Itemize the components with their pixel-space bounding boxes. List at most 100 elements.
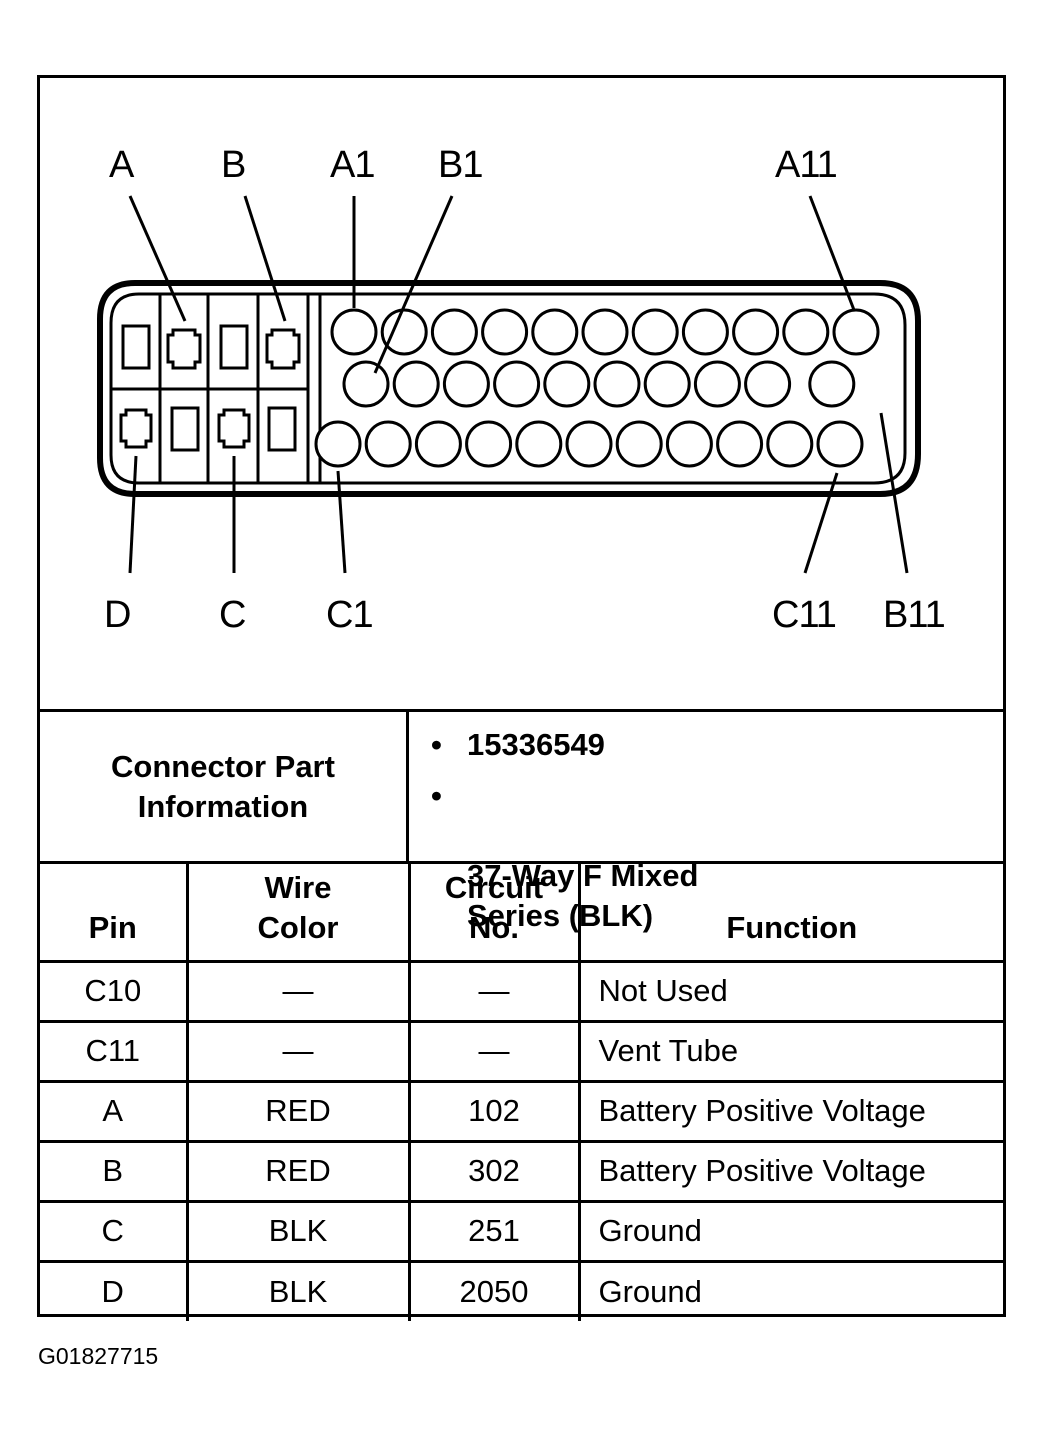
part-number-text: 15336549 xyxy=(467,727,605,762)
label-pin-b1: B1 xyxy=(438,144,483,186)
header-function: Function xyxy=(577,864,1003,963)
cavity-row-c-cavity xyxy=(314,420,362,468)
cell-function: Not Used xyxy=(577,961,1003,1023)
cavity-row-c-cavity xyxy=(716,420,764,468)
cavity-large xyxy=(267,406,297,452)
table-row: C BLK 251 Ground xyxy=(40,1201,1003,1263)
header-wire-color: Wire Color xyxy=(185,864,409,963)
cavity-row-b-cavity xyxy=(392,360,440,408)
leader-c11 xyxy=(803,472,839,574)
bullet-icon: • xyxy=(431,778,442,813)
cell-function: Ground xyxy=(577,1201,1003,1263)
cavity-b xyxy=(265,328,301,370)
label-pin-a11: A11 xyxy=(775,144,838,186)
cavity-row-c-cavity xyxy=(364,420,412,468)
cavity-row-b-cavity xyxy=(643,360,691,408)
cavity-row-a-cavity xyxy=(732,308,780,356)
cavity-row-a-cavity xyxy=(430,308,478,356)
label-pin-b: B xyxy=(221,144,246,186)
cavity-row-a-cavity xyxy=(681,308,729,356)
cavity-row-c-cavity xyxy=(615,420,663,468)
cell-function: Battery Positive Voltage xyxy=(577,1081,1003,1143)
cell-wire-color: — xyxy=(185,1021,409,1083)
connector-part-number: • 15336549 xyxy=(431,725,605,765)
cavity-row-b-cavity xyxy=(442,360,490,408)
bullet-icon: • xyxy=(431,727,442,762)
cell-circuit: — xyxy=(407,961,579,1023)
cell-wire-color: BLK xyxy=(185,1201,409,1263)
cavity-row-b-cavity xyxy=(493,360,541,408)
table-row: A RED 102 Battery Positive Voltage xyxy=(40,1081,1003,1143)
cell-pin: B xyxy=(40,1141,187,1203)
cavity-row-c-cavity xyxy=(565,420,613,468)
table-header-row: Pin Wire Color Circuit No. Function xyxy=(40,864,1003,963)
round-cavities xyxy=(314,308,880,468)
cell-pin: A xyxy=(40,1081,187,1143)
leader-a xyxy=(128,195,187,322)
leader-lines xyxy=(128,195,909,574)
table-row: D BLK 2050 Ground xyxy=(40,1261,1003,1321)
cavity-row-a-cavity xyxy=(631,308,679,356)
cavity-row-c-cavity xyxy=(816,420,864,468)
figure-id: G01827715 xyxy=(38,1343,159,1369)
cell-wire-color: RED xyxy=(185,1141,409,1203)
cavity-row-a-cavity xyxy=(832,308,880,356)
cell-function: Ground xyxy=(577,1261,1003,1321)
connector-diagram xyxy=(97,195,921,574)
connector-info-values: • 15336549 • 37-Way F Mixed Series (BLK) xyxy=(409,712,1003,933)
cell-circuit: 302 xyxy=(407,1141,579,1203)
cell-pin: C xyxy=(40,1201,187,1263)
leader-b11 xyxy=(879,412,909,574)
label-pin-d: D xyxy=(104,594,131,636)
cell-pin: C11 xyxy=(40,1021,187,1083)
cavity-row-a-cavity xyxy=(531,308,579,356)
leader-b1 xyxy=(373,195,454,374)
leader-d xyxy=(128,455,138,574)
cavity-large xyxy=(219,324,249,370)
label-pin-a: A xyxy=(109,144,134,186)
cell-circuit: — xyxy=(407,1021,579,1083)
cavity-row-b-cavity xyxy=(744,360,792,408)
cavity-row-b-cavity xyxy=(808,360,856,408)
cavity-d xyxy=(119,408,153,449)
connector-info-row: Connector Part Information • 15336549 • … xyxy=(40,709,1003,933)
header-circuit-no: Circuit No. xyxy=(407,864,579,963)
cavity-large xyxy=(121,324,151,370)
table-row: C11 — — Vent Tube xyxy=(40,1021,1003,1083)
connector-info-label: Connector Part Information xyxy=(40,712,409,861)
cavity-row-a-cavity xyxy=(581,308,629,356)
figure-frame: A B A1 B1 A11 D C C1 C11 B11 Connector P… xyxy=(37,75,1006,1321)
cell-function: Battery Positive Voltage xyxy=(577,1141,1003,1203)
label-pin-c: C xyxy=(219,594,246,636)
label-pin-c11: C11 xyxy=(772,594,837,636)
cavity-row-b-cavity xyxy=(342,360,390,408)
cavity-large xyxy=(170,406,200,452)
connector-housing xyxy=(97,280,921,497)
cell-wire-color: — xyxy=(185,961,409,1023)
cell-circuit: 102 xyxy=(407,1081,579,1143)
label-pin-a1: A1 xyxy=(330,144,375,186)
cavity-row-c-cavity xyxy=(414,420,462,468)
leader-c1 xyxy=(336,470,347,574)
cavity-row-c-cavity xyxy=(465,420,513,468)
cell-wire-color: BLK xyxy=(185,1261,409,1321)
cavity-row-a-cavity xyxy=(782,308,830,356)
table-row: C10 — — Not Used xyxy=(40,961,1003,1023)
cavity-row-c-cavity xyxy=(766,420,814,468)
label-pin-c1: C1 xyxy=(326,594,374,636)
cell-function: Vent Tube xyxy=(577,1021,1003,1083)
header-pin: Pin xyxy=(40,864,187,963)
label-pin-b11: B11 xyxy=(883,594,946,636)
leader-a11 xyxy=(808,195,856,311)
cavity-row-b-cavity xyxy=(693,360,741,408)
cell-pin: C10 xyxy=(40,961,187,1023)
cavity-c xyxy=(217,408,251,449)
cavity-row-c-cavity xyxy=(665,420,713,468)
cavity-a xyxy=(166,328,202,370)
cavity-row-a-cavity xyxy=(380,308,428,356)
cavity-row-a-cavity xyxy=(481,308,529,356)
cavity-row-a-cavity xyxy=(330,308,378,356)
cavity-row-b-cavity xyxy=(593,360,641,408)
cell-circuit: 251 xyxy=(407,1201,579,1263)
cell-pin: D xyxy=(101,1273,124,1309)
